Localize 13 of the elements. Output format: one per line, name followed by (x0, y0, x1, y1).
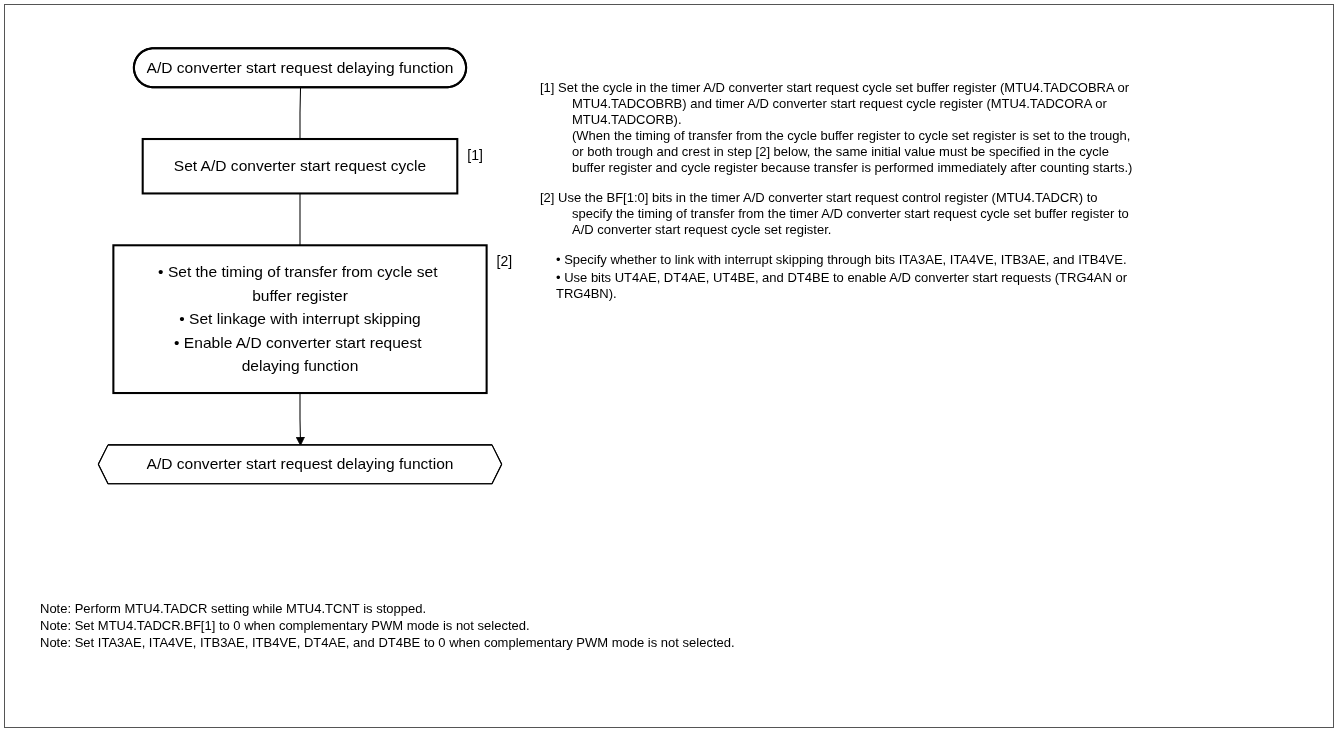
node-box (112, 244, 488, 395)
step-description: [1] Set the cycle in the timer A/D converter start request cycle set buffer register (MTU4.TADCOBRA or MTU4.TADCOBRB) and timer A/D converter start request cycle register (MTU4.TADCORA or MTU4.TADCORB). (540, 80, 1131, 128)
step-number: [2] (496, 253, 513, 270)
bullet-note: • Specify whether to link with interrupt skipping through bits ITA3AE, ITA4VE, ITB3AE, and ITB4VE. (556, 252, 1128, 268)
node-box (141, 137, 459, 195)
step-description: (When the timing of transfer from the cycle buffer register to cycle set register is set to the trough, or both trough and crest in step [2] below, the same initial value must be specified in the cycle buffer register and cycle register because transfer is performed immediately after counting starts.) (572, 128, 1134, 176)
note-text: Note: Set MTU4.TADCR.BF[1] to 0 when complementary PWM mode is not selected. (40, 617, 531, 634)
note-text: Note: Perform MTU4.TADCR setting while MTU4.TCNT is stopped. (40, 600, 427, 617)
note-text: Note: Set ITA3AE, ITA4VE, ITB3AE, ITB4VE, DT4AE, and DT4BE to 0 when complementary PWM mode is not selected. (40, 634, 735, 651)
step-description: [2] Use the BF[1:0] bits in the timer A/D converter start request control register (MTU4.TADCR) to specify the timing of transfer from the timer A/D converter start request cycle set buffer register to A/D converter start request cycle set register. (540, 190, 1130, 238)
bullet-note: • Use bits UT4AE, DT4AE, UT4BE, and DT4BE to enable A/D converter start requests (TRG4AN or TRG4BN). (556, 270, 1128, 302)
step-number: [1] (467, 147, 483, 163)
connector (299, 87, 302, 140)
